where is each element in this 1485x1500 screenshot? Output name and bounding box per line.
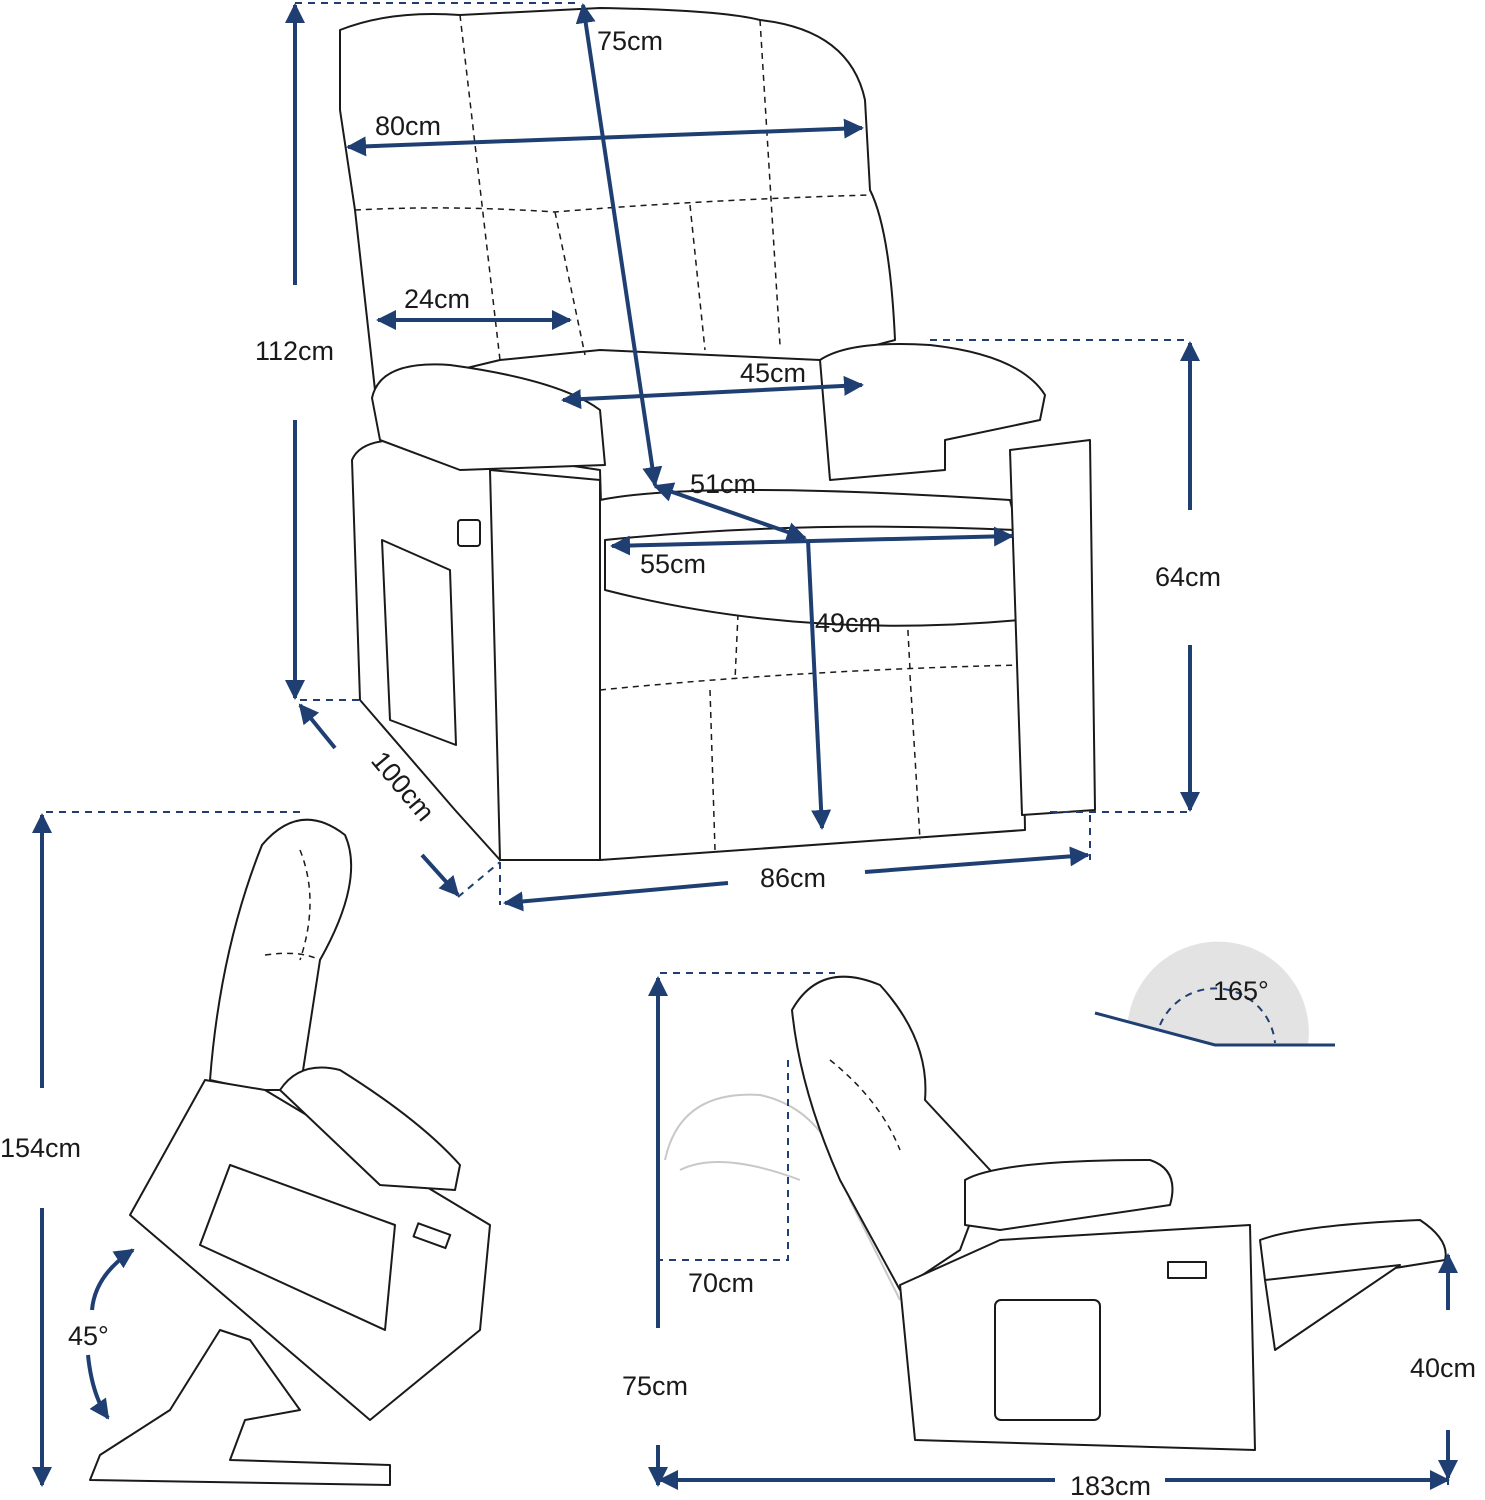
dim-back-width: 80cm	[375, 111, 441, 141]
front-view-chair	[339, 7, 1096, 861]
dim-recline-height: 75cm	[622, 1371, 688, 1401]
dim-recline-length: 183cm	[1070, 1471, 1151, 1500]
dim-back-height: 75cm	[597, 26, 663, 56]
dim-arm-height: 64cm	[1155, 562, 1221, 592]
lift-view-dimensions: 154cm 45°	[0, 813, 135, 1487]
recline-view-chair	[664, 975, 1447, 1451]
dim-lift-height: 154cm	[0, 1133, 81, 1163]
dim-total-width: 86cm	[760, 863, 826, 893]
lift-view-chair	[89, 818, 491, 1486]
dim-lift-angle: 45°	[68, 1321, 109, 1351]
recline-view-dimensions: 70cm 75cm 40cm 183cm	[622, 972, 1476, 1500]
dim-seat-height: 49cm	[815, 608, 881, 638]
dim-seat-width-upper: 45cm	[740, 358, 806, 388]
dim-arm-width: 24cm	[404, 284, 470, 314]
dim-wall-clearance: 70cm	[688, 1268, 754, 1298]
dim-seat-depth: 51cm	[690, 469, 756, 499]
recline-angle-indicator: 165°	[1094, 941, 1335, 1047]
dim-seat-width: 55cm	[640, 549, 706, 579]
dim-footrest-height: 40cm	[1410, 1353, 1476, 1383]
dim-total-height: 112cm	[255, 336, 334, 366]
dim-recline-angle: 165°	[1213, 976, 1269, 1006]
